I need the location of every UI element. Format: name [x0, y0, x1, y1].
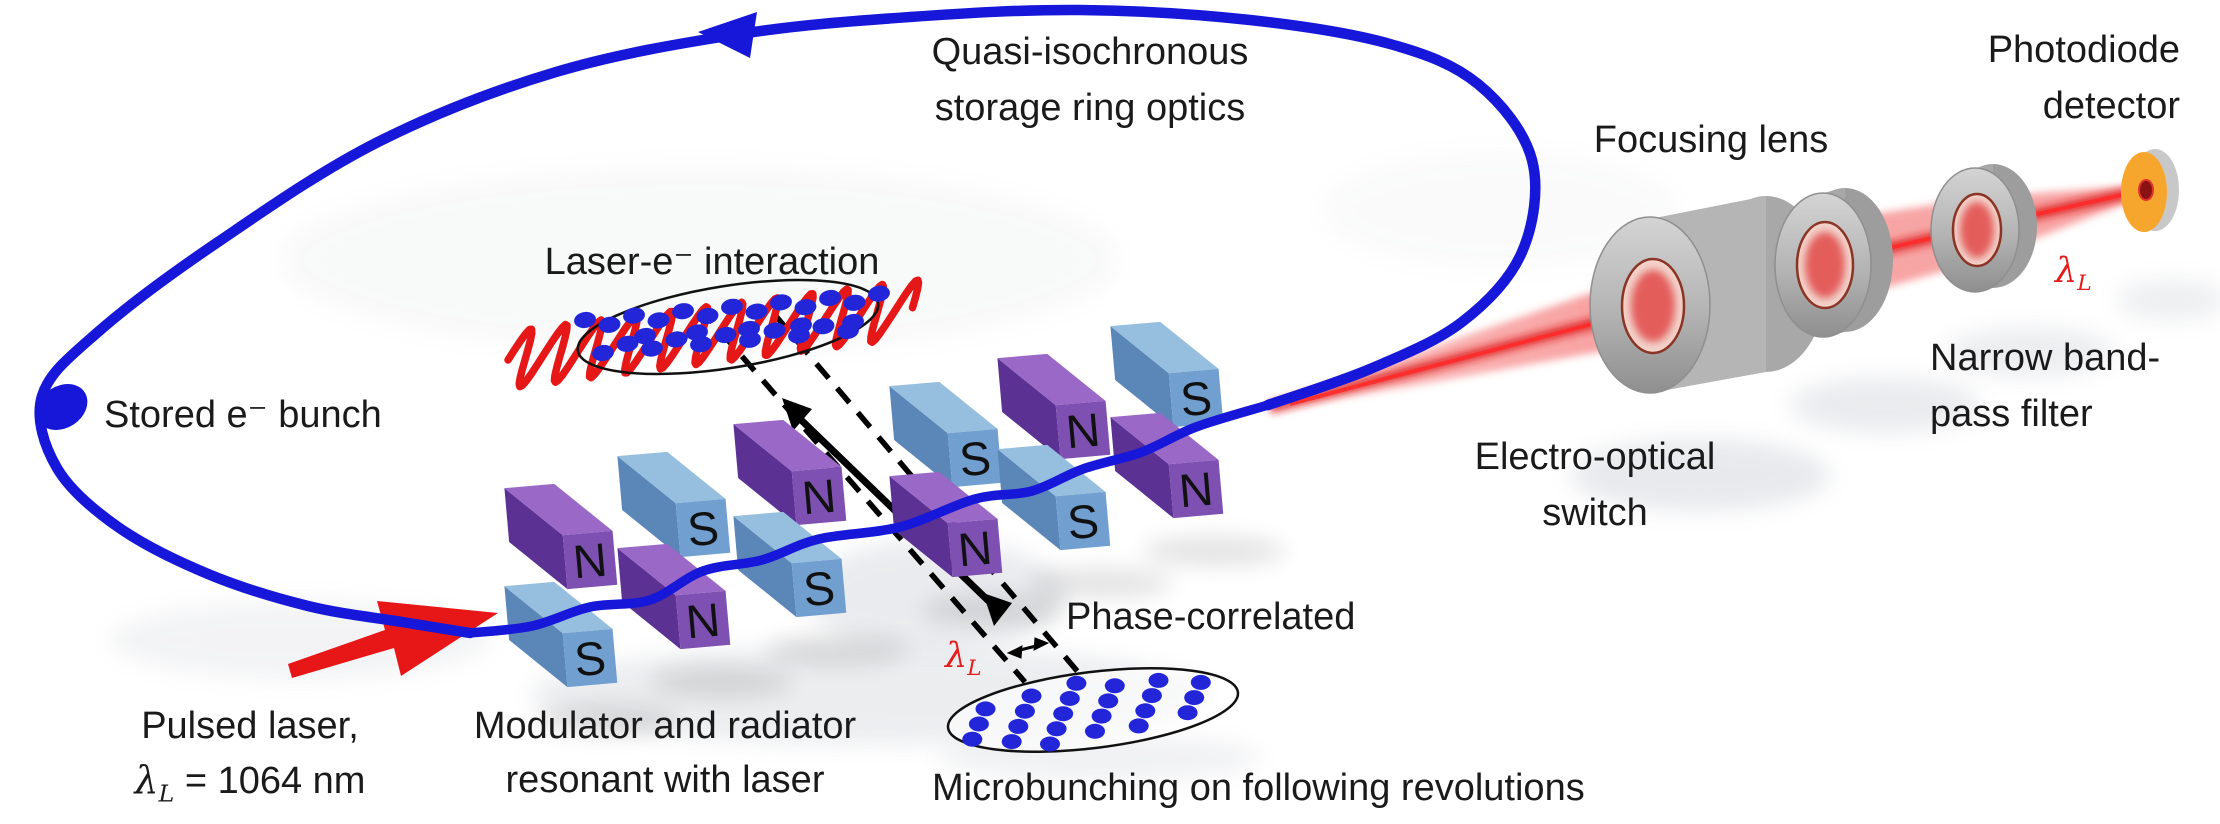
magnet-s: S	[889, 381, 1003, 488]
photodiode-label-line1: Photodiode	[1987, 29, 2180, 71]
lambda-spacing-arrow	[1006, 637, 1050, 659]
magnet-n: N	[889, 471, 1003, 578]
magnet-pole-label: N	[1177, 462, 1215, 518]
magnet-n: N	[997, 353, 1111, 460]
magnet-pole-label: N	[1064, 403, 1102, 459]
photodiode-label: Photodiode detector	[1930, 22, 2180, 134]
pulsed-laser-label: Pulsed laser, λL = 1064 nm	[95, 699, 405, 821]
photodiode-label-line2: detector	[2042, 85, 2180, 127]
modulator-label-line2: resonant with laser	[505, 759, 825, 801]
lambda-symbol: λ	[134, 758, 159, 802]
focusing-lens-label: Focusing lens	[1593, 119, 1829, 161]
storage-ring-label-line1: Quasi-isochronous	[931, 31, 1249, 73]
magnet-pole-label: S	[1178, 371, 1214, 427]
magnet-s: S	[997, 444, 1111, 551]
magnet-n: N	[504, 483, 618, 590]
stored-bunch-label: Stored e⁻ bunch	[104, 394, 382, 436]
microbunching-label: Microbunching on following revolutions	[932, 767, 1585, 809]
pulsed-laser-label-line1: Pulsed laser,	[141, 705, 359, 747]
pulsed-laser-label-line2: λL = 1064 nm	[95, 753, 405, 821]
beam-direction-arrow	[698, 12, 757, 58]
pulsed-laser-arrow	[288, 601, 498, 678]
bandpass-filter-label-line1: Narrow band-	[1930, 337, 2161, 379]
bandpass-filter-label-line2: pass filter	[1930, 393, 2093, 435]
eo-switch-label: Electro-optical switch	[1430, 429, 1760, 541]
magnet-pole-label: S	[572, 631, 608, 687]
lambda-detector-label: λL	[2055, 251, 2092, 296]
storage-ring-label-line2: storage ring optics	[934, 87, 1246, 129]
microbunch-electrons	[962, 672, 1211, 752]
magnet-pole-label: N	[684, 593, 722, 649]
magnet-pole-label: S	[1065, 494, 1101, 550]
photodiode	[2121, 149, 2179, 232]
stored-electron-bunch	[36, 384, 88, 430]
eo-switch-label-line2: switch	[1542, 492, 1648, 534]
magnet-s: S	[617, 451, 731, 558]
magnet-pole-label: S	[801, 561, 837, 617]
magnet-n: N	[733, 419, 847, 526]
focusing-lens-element	[1774, 188, 1893, 338]
lambda-subscript: L	[158, 779, 175, 808]
magnet-n: N	[617, 543, 731, 650]
magnet-pole-label: N	[571, 533, 609, 589]
eo-switch-label-line1: Electro-optical	[1474, 436, 1716, 478]
wavelength-value: = 1064 nm	[174, 760, 366, 802]
magnet-pole-label: N	[800, 469, 838, 525]
storage-ring	[34, 4, 1541, 639]
magnet-s: S	[1110, 321, 1224, 428]
bandpass-filter-element	[1930, 164, 2037, 293]
magnet-pole-label: S	[685, 501, 721, 557]
background-shadows	[110, 150, 2220, 782]
interaction-bunch-outline	[576, 278, 880, 376]
magnet-s: S	[733, 511, 847, 618]
bandpass-filter-label: Narrow band- pass filter	[1930, 330, 2160, 442]
magnet-s: S	[504, 581, 618, 688]
magnet-pole-label: S	[957, 431, 993, 487]
phase-correlated-label: Phase-correlated	[1066, 596, 1356, 638]
storage-ring-label: Quasi-isochronous storage ring optics	[840, 24, 1340, 136]
lambda-radiation-label: λL	[945, 636, 982, 681]
modulator-label: Modulator and radiator resonant with las…	[440, 699, 890, 807]
modulator-label-line1: Modulator and radiator	[473, 705, 857, 747]
magnet-pole-label: N	[956, 521, 994, 577]
laser-interaction-label: Laser-e⁻ interaction	[544, 241, 880, 283]
interaction-electrons	[574, 285, 890, 362]
